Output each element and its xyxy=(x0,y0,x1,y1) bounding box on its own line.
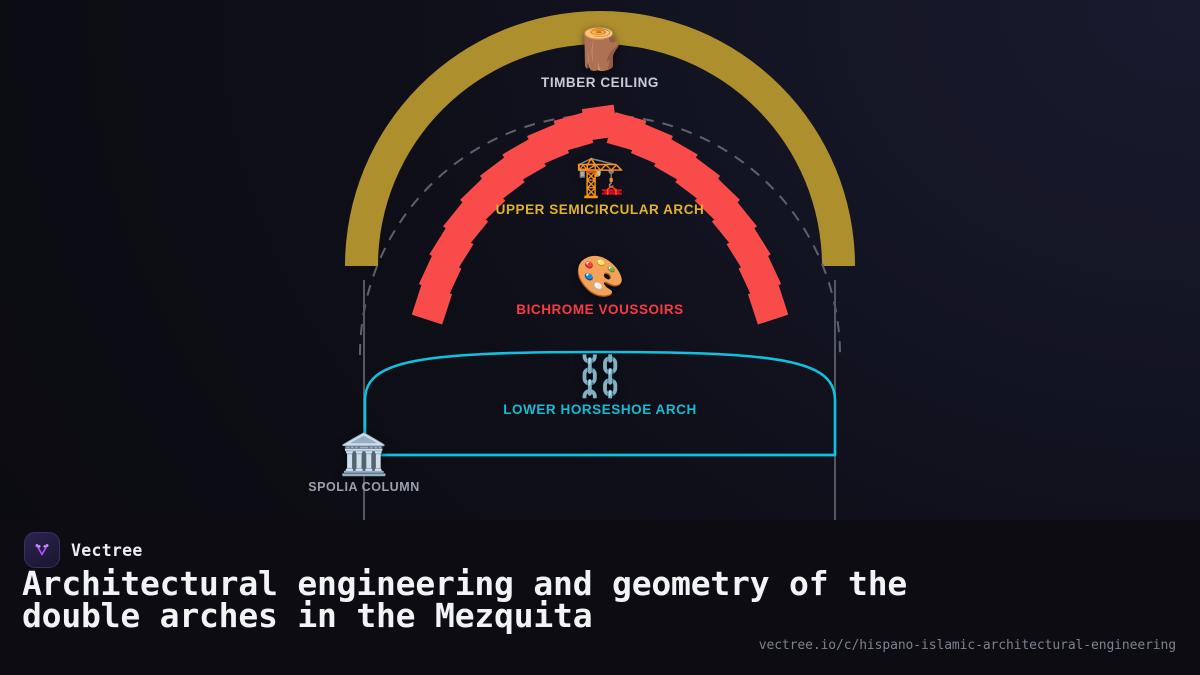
construction-crane-icon: 🏗️ xyxy=(575,155,625,199)
node-bichrome-voussoirs[interactable]: 🎨 BICHROME VOUSSOIRS xyxy=(516,255,683,317)
page-title: Architectural engineering and geometry o… xyxy=(22,564,908,635)
node-spolia-column[interactable]: 🏛️ SPOLIA COLUMN xyxy=(308,433,420,495)
node-label-spolia-column: SPOLIA COLUMN xyxy=(308,480,420,494)
node-label-bichrome-voussoirs: BICHROME VOUSSOIRS xyxy=(516,302,684,317)
lower-horseshoe-arch-outline xyxy=(363,350,837,457)
node-lower-horseshoe-arch[interactable]: ⛓️ LOWER HORSESHOE ARCH xyxy=(503,355,697,417)
footer-bar: Vectree Architectural engineering and ge… xyxy=(0,520,1200,675)
node-label-lower-horseshoe-arch: LOWER HORSESHOE ARCH xyxy=(503,402,697,417)
vectree-branch-logo-icon xyxy=(24,532,60,568)
chains-icon: ⛓️ xyxy=(575,355,625,399)
node-label-timber-ceiling: TIMBER CEILING xyxy=(541,75,659,90)
upper-semicircular-arch-band xyxy=(345,11,855,266)
node-timber-ceiling[interactable]: 🪵 TIMBER CEILING xyxy=(541,28,659,90)
brand-name: Vectree xyxy=(71,540,143,560)
node-upper-semicircular-arch[interactable]: 🏗️ UPPER SEMICIRCULAR ARCH xyxy=(496,155,705,217)
artist-palette-icon: 🎨 xyxy=(575,255,625,299)
architecture-diagram xyxy=(345,11,855,520)
bichrome-voussoir-group xyxy=(411,104,789,325)
brand-block[interactable]: Vectree xyxy=(24,532,143,568)
classical-building-icon: 🏛️ xyxy=(339,433,389,477)
log-icon: 🪵 xyxy=(575,28,625,72)
source-url: vectree.io/c/hispano-islamic-architectur… xyxy=(758,638,1176,653)
node-label-upper-semicircular-arch: UPPER SEMICIRCULAR ARCH xyxy=(495,202,705,217)
